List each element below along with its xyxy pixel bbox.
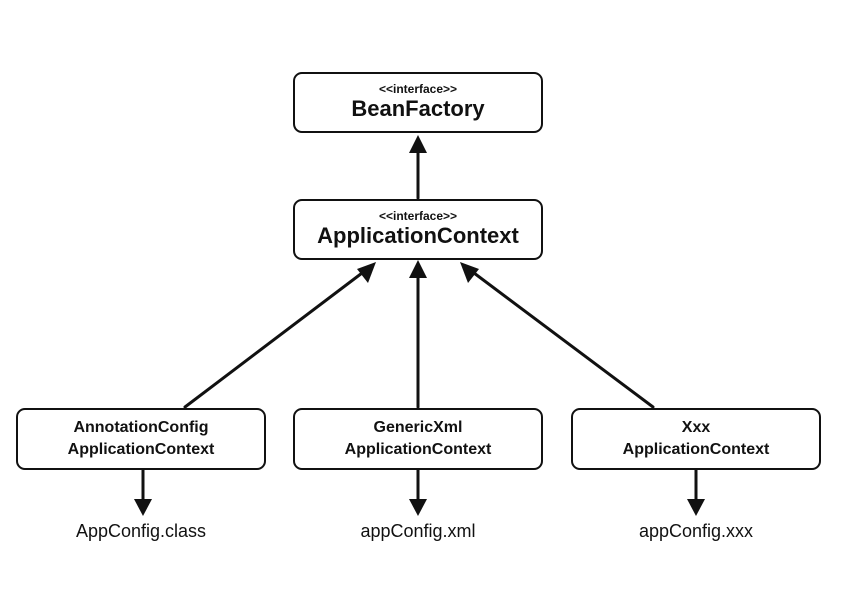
arrowhead-down-annotation: [134, 499, 152, 516]
arrowhead-genericxml: [409, 260, 427, 278]
beanfactory-name: BeanFactory: [351, 96, 485, 121]
arrowhead-down-xxx: [687, 499, 705, 516]
xxx-line1: Xxx: [681, 419, 711, 436]
arrowhead-up-beanfactory: [409, 135, 427, 153]
xxx-line2: ApplicationContext: [622, 441, 770, 458]
applicationcontext-name: ApplicationContext: [317, 223, 519, 248]
edge-xxx-to-context: [464, 265, 655, 409]
edge-annotation-to-context: [183, 265, 372, 409]
beanfactory-stereotype: <<interface>>: [378, 82, 458, 96]
genericxml-line1: GenericXml: [373, 419, 463, 436]
annotationconfig-line1: AnnotationConfig: [73, 419, 209, 436]
genericxml-config-label: appConfig.xml: [360, 521, 476, 541]
applicationcontext-node: <<interface>> ApplicationContext: [293, 199, 543, 260]
beanfactory-node: <<interface>> BeanFactory: [293, 72, 543, 133]
annotationconfig-config-label: AppConfig.class: [75, 521, 207, 541]
xxx-config-label: appConfig.xxx: [638, 521, 754, 541]
arrowhead-down-genericxml: [409, 499, 427, 516]
genericxml-node: GenericXml ApplicationContext: [293, 408, 543, 470]
arrowhead-annotation: [357, 262, 376, 283]
arrowhead-xxx: [460, 262, 479, 283]
annotationconfig-node: AnnotationConfig ApplicationContext: [16, 408, 266, 470]
annotationconfig-line2: ApplicationContext: [67, 441, 215, 458]
xxx-node: Xxx ApplicationContext: [571, 408, 821, 470]
genericxml-line2: ApplicationContext: [344, 441, 492, 458]
applicationcontext-stereotype: <<interface>>: [378, 209, 458, 223]
